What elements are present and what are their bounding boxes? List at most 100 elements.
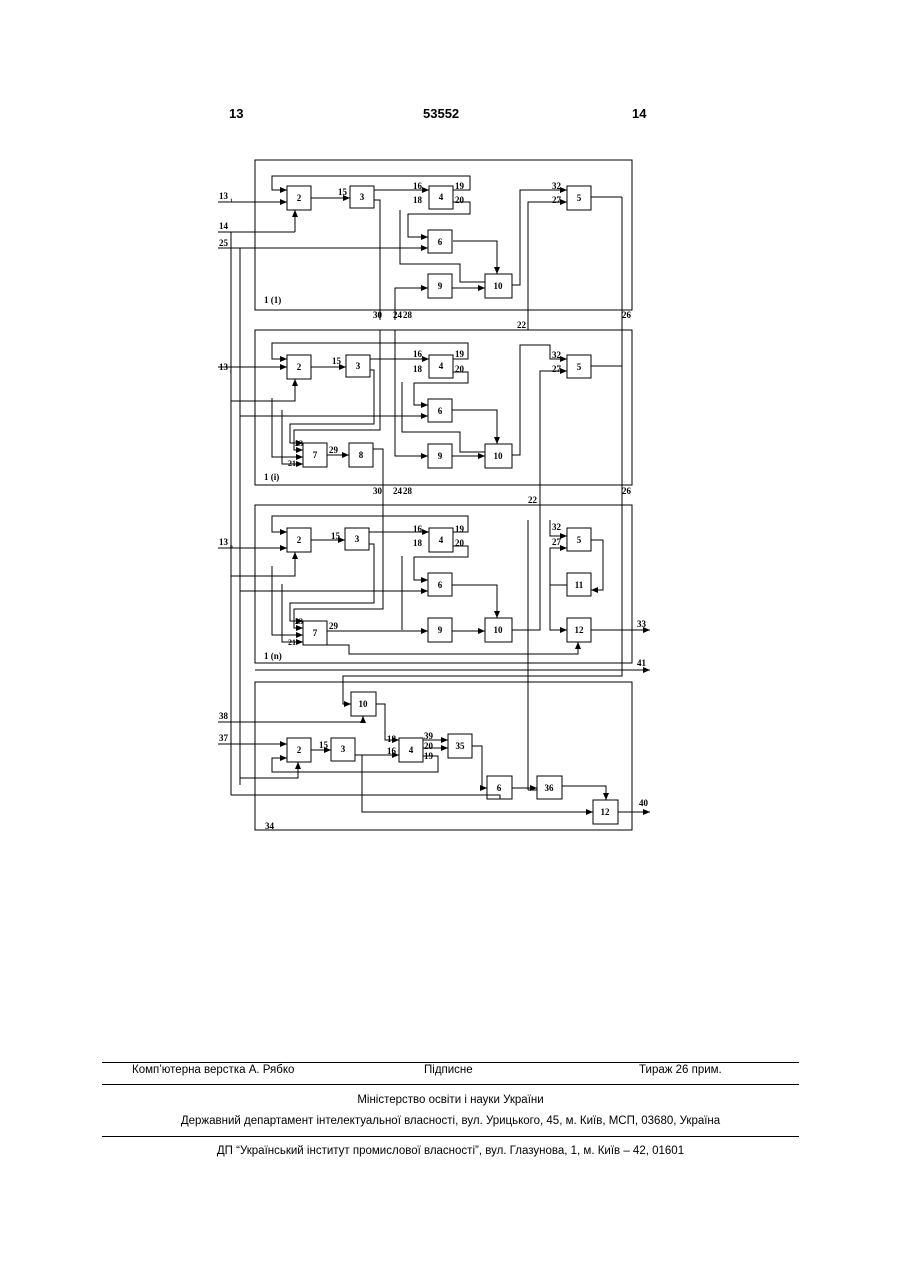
input-14: 14: [219, 221, 229, 231]
sig-41: 41: [637, 658, 647, 668]
un-label-9: 9: [438, 625, 443, 635]
out-sig-39: 39: [424, 731, 434, 741]
un-label-4: 4: [439, 535, 444, 545]
un-sig-32: 32: [552, 522, 562, 532]
ui-sig-18: 18: [413, 364, 423, 374]
ui-sig-28: 28: [403, 486, 413, 496]
out-label-36: 36: [545, 783, 555, 793]
ui-label-8: 8: [359, 450, 364, 460]
footer-ministry: Міністерство освіти і науки України: [0, 1094, 901, 1106]
un-label-5: 5: [577, 535, 582, 545]
ui-label-10: 10: [494, 451, 504, 461]
out-label-12: 12: [601, 807, 611, 817]
u1-sig-16: 16: [413, 181, 423, 191]
out-label-6: 6: [497, 783, 502, 793]
ui-sig-21: 21: [288, 459, 296, 468]
u1-sig-24: 24: [393, 310, 403, 320]
out-label-4: 4: [409, 745, 414, 755]
un-sig-20: 20: [455, 538, 465, 548]
input-37: 37: [219, 733, 229, 743]
input-38: 38: [219, 711, 229, 721]
ui-label-3: 3: [356, 361, 361, 371]
un-label-11: 11: [575, 580, 584, 590]
u1-sig-30: 30: [373, 310, 383, 320]
input-13-n: 13: [219, 537, 229, 547]
u1-sig-15: 15: [338, 187, 348, 197]
footer-rule-bottom: [102, 1136, 799, 1137]
u1-label-9: 9: [438, 281, 443, 291]
un-label-2: 2: [297, 535, 302, 545]
ui-label-5: 5: [577, 362, 582, 372]
u1-label-6: 6: [438, 237, 443, 247]
un-sig-16: 16: [413, 524, 423, 534]
u1-sig-26: 26: [622, 310, 632, 320]
un-label-10: 10: [494, 625, 504, 635]
u1-sig-19: 19: [455, 181, 465, 191]
un-sig-29: 29: [329, 621, 339, 631]
un-label-3: 3: [355, 534, 360, 544]
ui-sig-15: 15: [332, 356, 342, 366]
u1-label-4: 4: [439, 192, 444, 202]
ui-sig-24: 24: [393, 486, 403, 496]
ui-label-4: 4: [439, 361, 444, 371]
unit-n-label: 1 (n): [264, 651, 282, 661]
ui-sig-23: 23: [295, 439, 303, 448]
unit-1-label: 1 (1): [264, 295, 281, 305]
input-13-i-sub: i: [230, 370, 232, 375]
ui-label-7: 7: [313, 450, 318, 460]
ui-sig-32: 32: [552, 350, 562, 360]
ui-sig-22: 22: [528, 495, 538, 505]
ui-sig-26: 26: [622, 486, 632, 496]
input-25: 25: [219, 238, 229, 248]
sig-33: 33: [637, 619, 647, 629]
footer-signed: Підписне: [424, 1064, 473, 1076]
u1-label-10: 10: [494, 281, 504, 291]
un-sig-19: 19: [455, 524, 465, 534]
footer-circulation: Тираж 26 прим.: [639, 1064, 722, 1076]
footer-rule-middle: [102, 1084, 799, 1085]
footer-department: Державний департамент інтелектуальної вл…: [0, 1115, 901, 1127]
out-label-35: 35: [456, 741, 466, 751]
sig-34: 34: [265, 821, 275, 831]
u1-sig-28: 28: [403, 310, 413, 320]
out-sig-15: 15: [319, 740, 329, 750]
ui-sig-20: 20: [455, 364, 465, 374]
u1-label-2: 2: [297, 193, 302, 203]
out-label-3: 3: [341, 744, 346, 754]
u1-sig-18: 18: [413, 195, 423, 205]
un-label-6: 6: [438, 580, 443, 590]
ui-sig-30: 30: [373, 486, 383, 496]
u1-sig-27: 27: [552, 195, 562, 205]
input-13-1: 13: [219, 191, 229, 201]
out-label-2: 2: [297, 745, 302, 755]
output-unit-frame: [255, 682, 632, 830]
ui-label-6: 6: [438, 406, 443, 416]
un-sig-21: 21: [288, 638, 296, 647]
un-label-7: 7: [313, 628, 318, 638]
un-sig-23: 23: [295, 617, 303, 626]
ui-sig-16: 16: [413, 349, 423, 359]
out-label-10: 10: [359, 699, 369, 709]
u1-sig-32: 32: [552, 181, 562, 191]
ui-label-9: 9: [438, 451, 443, 461]
sig-40: 40: [639, 798, 649, 808]
u1-sig-20: 20: [455, 195, 465, 205]
unit-i-label: 1 (i): [264, 472, 279, 482]
footer-institute: ДП “Український інститут промислової вла…: [0, 1145, 901, 1157]
footer-layout-credit: Комп’ютерна верстка А. Рябко: [132, 1064, 294, 1076]
out-sig-18: 18: [387, 734, 397, 744]
input-13-n-sub: n: [230, 545, 233, 550]
un-label-12: 12: [575, 625, 585, 635]
input-13-i: 13: [219, 362, 229, 372]
out-sig-16: 16: [387, 746, 397, 756]
out-sig-19: 19: [424, 751, 434, 761]
u1-label-5: 5: [577, 193, 582, 203]
ui-sig-27: 27: [552, 364, 562, 374]
u1-label-3: 3: [360, 192, 365, 202]
out-sig-20: 20: [424, 741, 434, 751]
ui-sig-29: 29: [329, 445, 339, 455]
ui-sig-19: 19: [455, 349, 465, 359]
un-sig-27: 27: [552, 537, 562, 547]
footer-rule-top: [102, 1062, 799, 1063]
